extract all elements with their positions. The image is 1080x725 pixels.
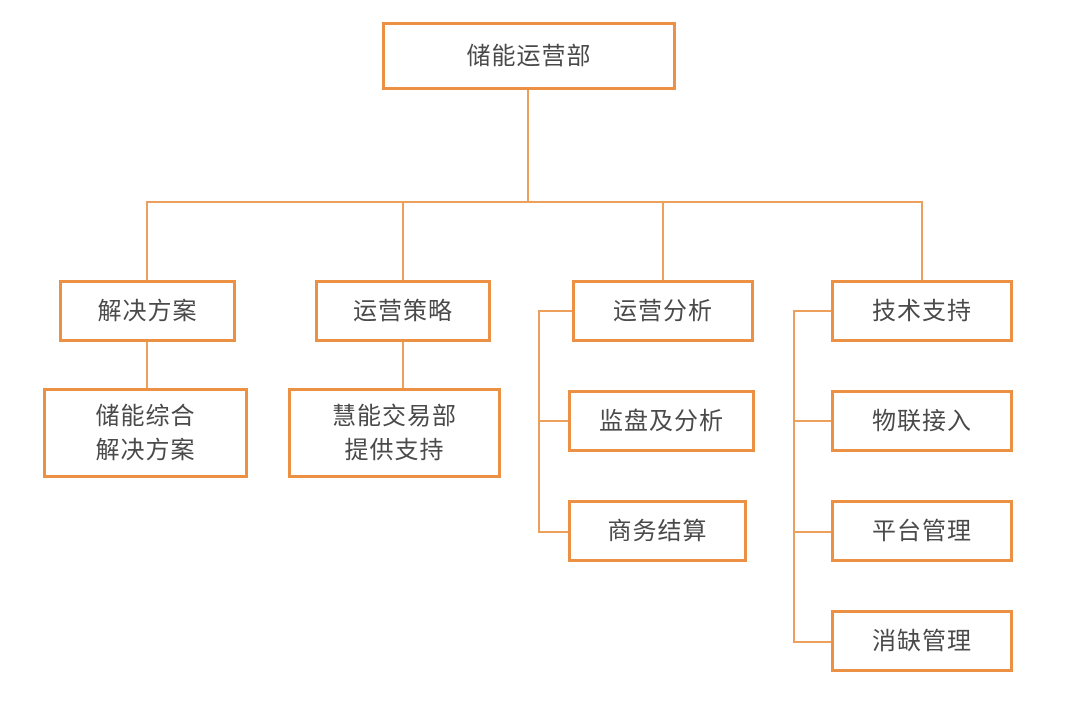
node-label: 消缺管理: [872, 626, 972, 655]
connector-strategy-child: [402, 342, 404, 388]
connector-stub-tech-support: [793, 310, 831, 312]
connector-drop-tech-support: [921, 201, 923, 280]
connector-rail-tech-support: [793, 310, 795, 643]
node-label: 解决方案: [97, 296, 198, 325]
node-label: 商务结算: [607, 516, 708, 545]
connector-trunk-horizontal: [146, 201, 923, 203]
node-operations-strategy: 运营策略: [315, 280, 491, 342]
node-label-line1: 储能综合: [95, 401, 196, 430]
node-label: 物联接入: [872, 406, 972, 435]
node-business-settlement: 商务结算: [568, 500, 747, 562]
connector-drop-operations-strategy: [402, 201, 404, 280]
node-platform-management: 平台管理: [831, 500, 1013, 562]
node-label: 监盘及分析: [599, 406, 724, 435]
node-solutions: 解决方案: [59, 280, 236, 342]
node-iot-access: 物联接入: [831, 390, 1013, 452]
connector-solutions-child: [146, 342, 148, 388]
node-label: 运营分析: [613, 296, 713, 325]
node-label: 储能运营部: [466, 41, 592, 70]
node-label: 运营策略: [353, 296, 453, 325]
connector-stub-platform-management: [793, 531, 831, 533]
connector-drop-operations-analysis: [662, 201, 664, 280]
connector-stub-monitoring-analysis: [538, 420, 568, 422]
connector-stub-defect-management: [793, 641, 831, 643]
node-operations-analysis: 运营分析: [572, 280, 754, 342]
node-label: 平台管理: [872, 516, 972, 545]
node-label-line2: 提供支持: [344, 436, 445, 464]
connector-stub-operations-analysis: [538, 310, 572, 312]
connector-root-stem: [527, 90, 529, 202]
node-trading-dept-support: 慧能交易部 提供支持: [288, 388, 501, 478]
node-energy-storage-operations-dept: 储能运营部: [382, 22, 676, 90]
node-tech-support: 技术支持: [831, 280, 1013, 342]
connector-drop-solutions: [146, 201, 148, 280]
node-label-line1: 慧能交易部: [332, 401, 457, 430]
node-monitoring-and-analysis: 监盘及分析: [568, 390, 755, 452]
node-label: 技术支持: [872, 296, 972, 325]
node-label-line2: 解决方案: [95, 436, 196, 464]
connector-stub-iot-access: [793, 420, 831, 422]
node-integrated-storage-solution: 储能综合 解决方案: [43, 388, 248, 478]
node-defect-management: 消缺管理: [831, 610, 1013, 672]
connector-stub-business-settlement: [538, 531, 568, 533]
